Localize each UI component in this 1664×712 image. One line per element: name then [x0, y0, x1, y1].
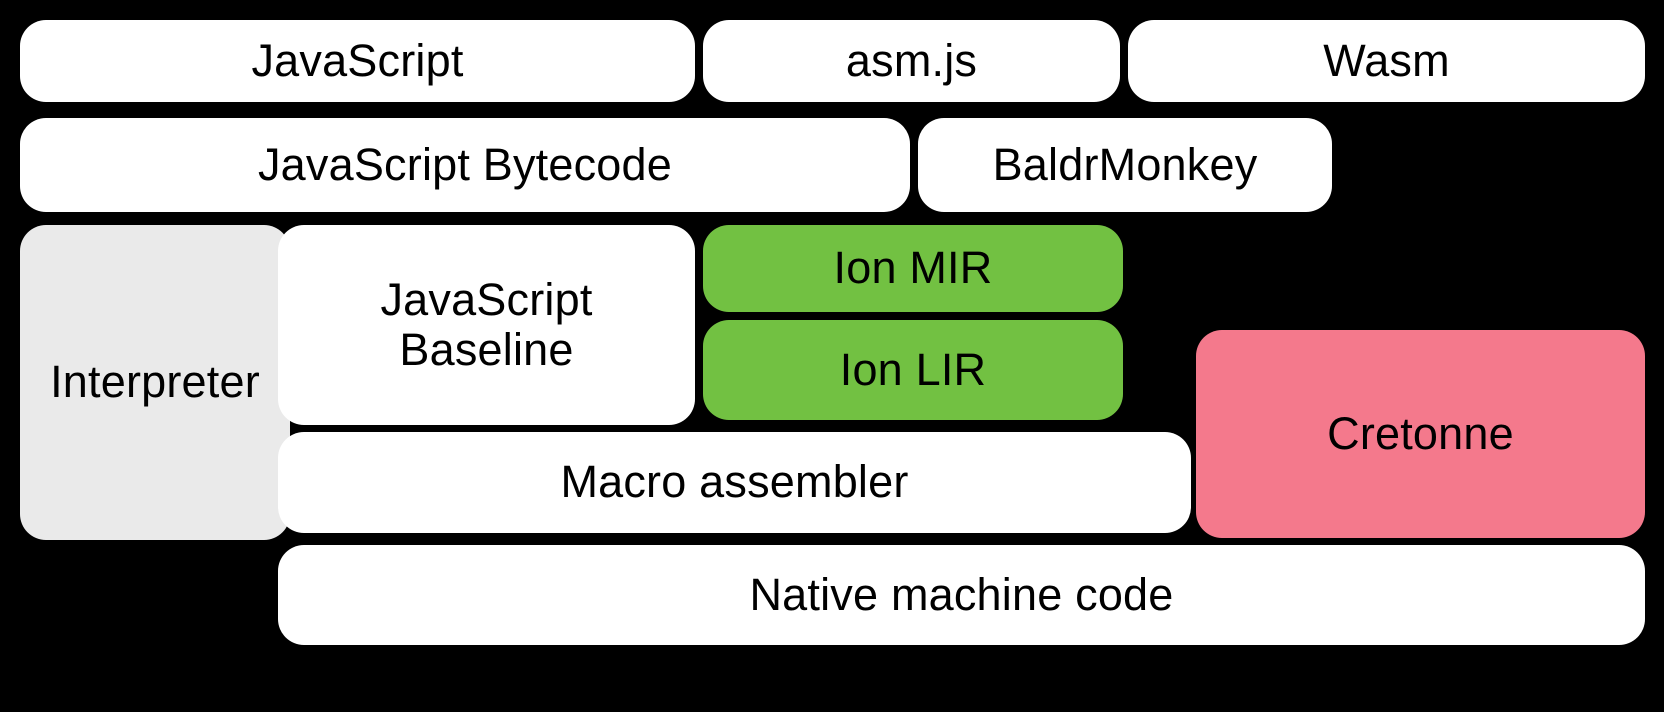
node-native-machine-code: Native machine code [278, 545, 1645, 645]
node-javascript-bytecode: JavaScript Bytecode [20, 118, 910, 212]
node-interpreter: Interpreter [20, 225, 290, 540]
node-wasm: Wasm [1128, 20, 1645, 102]
node-macro-assembler: Macro assembler [278, 432, 1191, 533]
node-javascript-baseline: JavaScript Baseline [278, 225, 695, 425]
node-javascript: JavaScript [20, 20, 695, 102]
node-ion-lir: Ion LIR [703, 320, 1123, 420]
node-asmjs: asm.js [703, 20, 1120, 102]
node-cretonne: Cretonne [1196, 330, 1645, 538]
node-baldrmonkey: BaldrMonkey [918, 118, 1332, 212]
node-ion-mir: Ion MIR [703, 225, 1123, 312]
